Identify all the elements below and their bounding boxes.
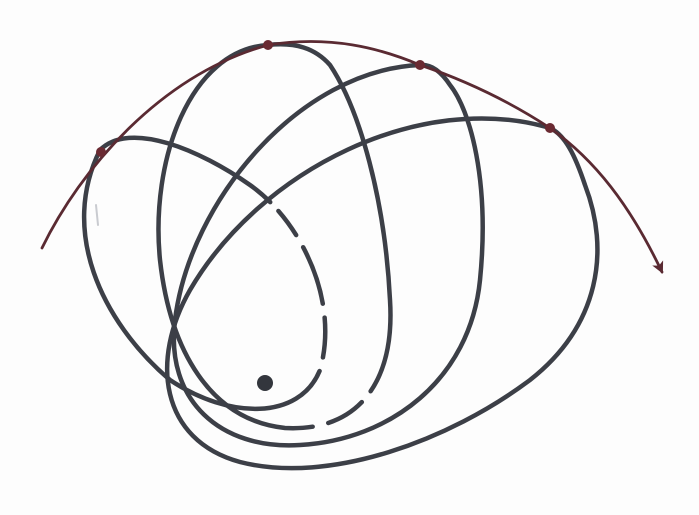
scan-mark [96, 205, 98, 225]
contact-point-2 [263, 40, 273, 50]
orbit-2 [158, 44, 390, 428]
contact-point-3 [415, 60, 425, 70]
envelope-curve [42, 42, 662, 272]
central-body [257, 375, 273, 391]
contact-point-4 [545, 123, 555, 133]
orbit-1 [84, 138, 325, 409]
contact-point-1 [96, 147, 106, 157]
